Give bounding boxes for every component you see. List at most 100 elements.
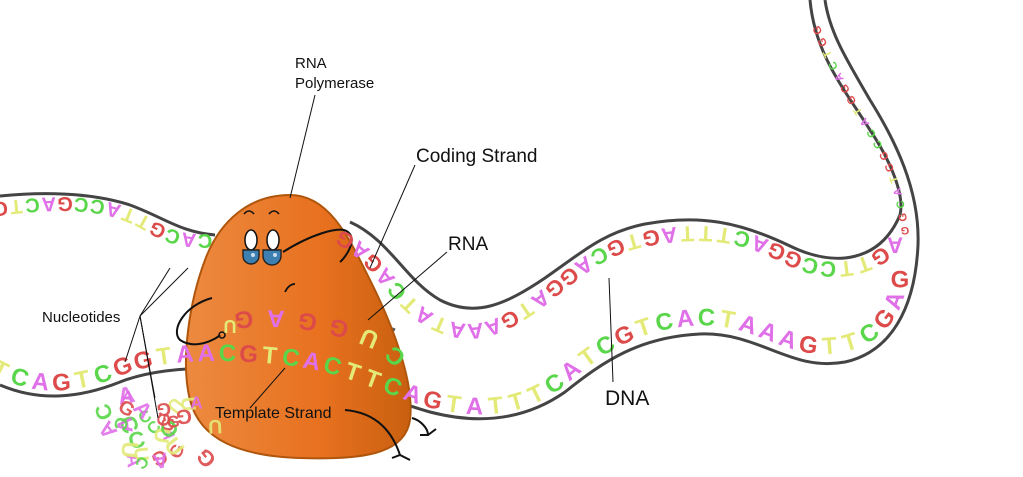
label-dna: DNA [605, 387, 649, 410]
coding-strand-base: C [819, 256, 837, 282]
leader-dna [608, 277, 614, 383]
mouth [284, 283, 296, 293]
helix-base: A [891, 186, 905, 197]
template-strand-base: T [73, 365, 93, 395]
template-strand-base: T [261, 342, 278, 370]
pile-nucleotide: G [166, 412, 180, 432]
pile-nucleotide: A [151, 448, 170, 474]
helix-base: G [877, 149, 892, 162]
label-rna: RNA [448, 234, 488, 255]
coding-strand-base: A [180, 227, 197, 251]
rna-polymerase [175, 193, 437, 461]
helix-base: C [865, 127, 879, 140]
helix-base: G [901, 224, 910, 236]
pile-nucleotide: A [159, 428, 179, 441]
eye-right [266, 229, 280, 251]
pile-nucleotide: U [149, 426, 176, 446]
coding-strand-base: T [9, 194, 24, 217]
template-strand-base: T [444, 390, 463, 419]
pile-nucleotide: G [191, 444, 221, 473]
template-strand-base: A [30, 368, 50, 397]
eye-left [244, 229, 258, 251]
template-strand-base: T [155, 342, 174, 371]
pile-nucleotide: U [208, 415, 223, 437]
leader-lines [124, 94, 614, 419]
template-strand-base: A [465, 393, 483, 421]
template-strand-base: A [775, 324, 800, 355]
label-rna-polymerase-line1: RNA [295, 55, 327, 72]
template-strand-base: C [7, 362, 31, 393]
label-rna-polymerase-line2: Polymerase [295, 75, 374, 92]
coding-strand-outline-left [0, 192, 216, 237]
helix-base: C [895, 199, 908, 209]
template-strand-base: G [891, 267, 910, 294]
glasses-glint [273, 253, 277, 257]
leader-nucleotides-5 [139, 315, 159, 419]
arm-left [175, 297, 221, 346]
leader-rna-polymerase [289, 94, 316, 199]
coding-strand-base: A [104, 197, 124, 222]
pile-nucleotide: U [116, 440, 143, 459]
coding-strand-base: A [447, 316, 467, 343]
pile-nucleotide: A [112, 416, 137, 434]
template-strand-base: C [280, 344, 301, 373]
leader-nucleotides-3 [124, 315, 141, 363]
arm-right [282, 228, 353, 263]
pile-nucleotide: A [115, 381, 137, 410]
coding-strand-base: T [698, 221, 713, 247]
template-strand-base: C [320, 351, 344, 382]
leg-right [344, 409, 411, 461]
template-strand-base: G [238, 340, 258, 368]
pile-nucleotide: C [126, 425, 148, 454]
coding-strand-base: C [198, 229, 212, 251]
coding-strand-base: C [89, 194, 107, 218]
pile-nucleotide: A [121, 452, 145, 469]
leader-template-strand [249, 367, 286, 409]
rna-base: G [233, 305, 254, 334]
coding-strand-base: A [482, 313, 505, 342]
template-strand-base: C [698, 304, 716, 331]
coding-strand-base: A [466, 318, 484, 344]
coding-strand-base: T [715, 222, 733, 249]
template-strand-base: A [675, 305, 695, 334]
coding-strand-base: A [660, 222, 679, 249]
coding-strand-base: C [163, 223, 183, 248]
pile-nucleotide: G [156, 415, 179, 433]
helix-base: C [871, 138, 885, 151]
leader-rna [367, 251, 448, 321]
rna-base: A [267, 304, 285, 332]
helix-base: T [888, 174, 902, 184]
helix-base: G [883, 161, 897, 174]
coding-strand-outline-right [349, 0, 903, 310]
coding-strand-base: T [838, 255, 855, 282]
pile-nucleotide: A [190, 392, 203, 412]
coding-strand-base: G [57, 192, 73, 214]
helix-base: G [897, 212, 910, 222]
template-strand-base: T [821, 332, 838, 360]
template-strand-base: G [131, 346, 155, 377]
pile-nucleotide: U [176, 396, 199, 413]
rna-base: G [296, 306, 319, 336]
coding-strand-base: C [73, 192, 89, 215]
labels: RNA Polymerase Coding Strand RNA Nucleot… [42, 55, 649, 422]
template-strand-base: G [421, 385, 445, 415]
coding-strand-base: C [731, 225, 753, 253]
coding-strand-base: C [799, 252, 821, 280]
pile-nucleotide: U [129, 446, 152, 462]
leg-back [411, 417, 437, 436]
coding-strand-base: C [24, 193, 40, 216]
template-strand-base: T [718, 305, 738, 334]
template-strand-base: T [633, 313, 656, 343]
free-uracil: U [224, 316, 237, 336]
template-strand-base: A [301, 347, 323, 377]
helix-base: T [821, 48, 835, 59]
leader-nucleotides-2 [139, 267, 189, 317]
hand-left [218, 331, 226, 339]
coding-strand-base: G [641, 224, 662, 252]
pile-nucleotide: G [156, 399, 172, 421]
pile-nucleotide: G [175, 404, 193, 428]
leader-coding-strand [369, 164, 416, 269]
